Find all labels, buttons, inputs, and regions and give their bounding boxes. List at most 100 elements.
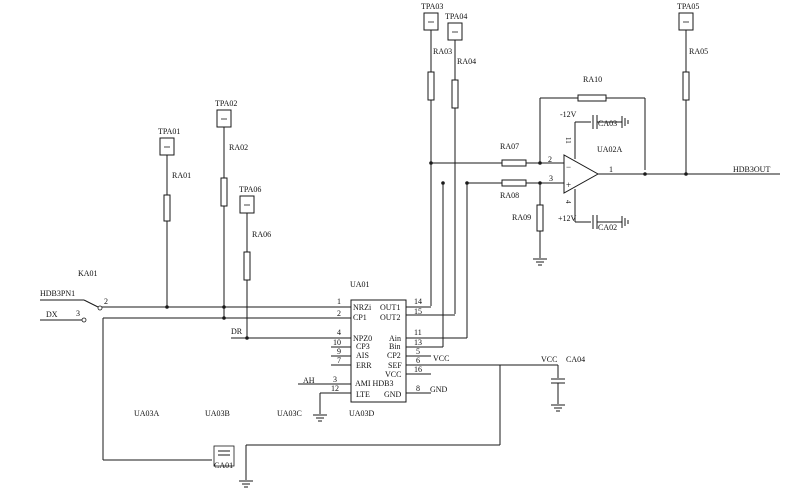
chip-pin-num-16: 16 (414, 365, 422, 374)
chip-pin-name-cp3: CP3 (356, 342, 370, 351)
ra07-label: RA07 (500, 142, 519, 151)
chip-pin-name-lte: LTE (356, 390, 370, 399)
gnd-net-chip: GND (430, 385, 448, 394)
resistor-ra08 (501, 179, 527, 187)
tpa03-label: TPA03 (421, 2, 443, 11)
dr-net: DR (231, 327, 243, 336)
vcc-net-ca04: VCC (541, 355, 557, 364)
opamp-pin2: 2 (548, 155, 552, 164)
resistor-ra07 (501, 159, 527, 167)
ra06-label: RA06 (252, 230, 271, 239)
chip-right-pins (406, 183, 500, 394)
chip-unit-label: UA03D (349, 409, 375, 418)
chip-pin-name-vcc: VCC (385, 370, 401, 379)
chip-ref: UA01 (350, 280, 370, 289)
ca03-label: CA03 (598, 119, 617, 128)
ra05-label: RA05 (689, 47, 708, 56)
ca04-label: CA04 (566, 355, 585, 364)
ka01-label: KA01 (78, 269, 98, 278)
chip-pin-name-npz0: NPZ0 (353, 334, 372, 343)
chip-pin-num-1: 1 (337, 297, 341, 306)
ca01-label: CA01 (214, 461, 233, 470)
opamp-pin11: 11 (564, 137, 572, 144)
unit-ua03c: UA03C (277, 409, 302, 418)
chip-left-pins (298, 306, 351, 414)
input1-net: HDB3PN1 (40, 289, 75, 298)
chip-pin-num-13: 13 (414, 338, 422, 347)
test-point-tpa05: TPA05 (677, 2, 699, 31)
opamp-pin3: 3 (549, 174, 553, 183)
chip-pin-num-5: 5 (416, 347, 420, 356)
resistor-ra03 (427, 71, 435, 101)
chip-pin-num-4: 4 (337, 328, 341, 337)
resistor-ra10 (577, 94, 607, 102)
ra03-label: RA03 (433, 47, 452, 56)
ra08-label: RA08 (500, 191, 519, 200)
resistor-ra01 (163, 194, 171, 222)
test-point-tpa06: TPA06 (239, 185, 261, 214)
chip-pin-num-15: 15 (414, 307, 422, 316)
opamp-ref: UA02A (597, 145, 623, 154)
svg-text:−: − (566, 162, 571, 172)
chip-pin-name-ain: Ain (389, 334, 401, 343)
chip-pin-name-out1: OUT1 (380, 303, 400, 312)
tpa04-label: TPA04 (445, 12, 467, 21)
tpa02-label: TPA02 (215, 99, 237, 108)
test-point-tpa03: TPA03 (421, 2, 443, 31)
ah-net: AH (303, 376, 315, 385)
chip-pin-name-nrzi: NRZi (353, 303, 372, 312)
ra02-label: RA02 (229, 143, 248, 152)
capacitor-ca02 (592, 215, 629, 229)
chip-pin-name-sef: SEF (388, 361, 402, 370)
ground-symbol-chip (313, 414, 327, 422)
test-point-tpa04: TPA04 (445, 12, 467, 41)
tpa05-label: TPA05 (677, 2, 699, 11)
opamp-ua02a (563, 154, 600, 194)
ra09-label: RA09 (512, 213, 531, 222)
resistor-ra02 (220, 177, 228, 207)
chip-pin-num-6: 6 (416, 356, 420, 365)
chip-pin-name-bin: Bin (389, 342, 401, 351)
test-point-tpa02: TPA02 (215, 99, 237, 128)
chip-pin-name-err: ERR (356, 361, 372, 370)
chip-pin-num-14: 14 (414, 297, 422, 306)
chip-pin-num-12: 12 (331, 384, 339, 393)
resistor-ra04 (451, 79, 459, 109)
capacitor-ca03 (592, 115, 629, 129)
unit-ua03a: UA03A (134, 409, 160, 418)
test-point-tpa01: TPA01 (158, 127, 180, 156)
switch-pin2: 2 (104, 297, 108, 306)
chip-pin-num-11: 11 (414, 328, 422, 337)
ground-symbol-ca01 (239, 480, 253, 488)
ra10-label: RA10 (583, 75, 602, 84)
chip-pin-num-7: 7 (337, 356, 341, 365)
capacitor-ca04 (551, 378, 565, 412)
opamp-pin4: 4 (564, 200, 572, 204)
switch-pin3: 3 (76, 309, 80, 318)
chip-pin-name-amihdb3: AMI HDB3 (355, 379, 393, 388)
svg-text:+: + (566, 180, 571, 190)
neg12-label: -12V (560, 110, 577, 119)
resistor-ra09 (536, 204, 544, 232)
resistor-ra05 (682, 71, 690, 101)
pos12-label: +12V (558, 214, 577, 223)
ra04-label: RA04 (457, 57, 476, 66)
resistor-ra06 (243, 251, 251, 281)
chip-pin-num-10: 10 (333, 338, 341, 347)
capacitor-ca01 (213, 445, 235, 467)
ca02-label: CA02 (598, 223, 617, 232)
vcc-net-chip: VCC (433, 354, 449, 363)
chip-pin-num-3: 3 (333, 375, 337, 384)
chip-pin-name-ais: AIS (356, 351, 369, 360)
tpa01-label: TPA01 (158, 127, 180, 136)
chip-pin-name-cp1: CP1 (353, 313, 367, 322)
chip-ua01 (350, 299, 407, 403)
unit-ua03b: UA03B (205, 409, 230, 418)
input2-net: DX (46, 310, 58, 319)
chip-pin-num-8: 8 (416, 384, 420, 393)
tpa06-label: TPA06 (239, 185, 261, 194)
opamp-pin1: 1 (609, 165, 613, 174)
ra01-label: RA01 (172, 171, 191, 180)
output-net-label: HDB3OUT (733, 165, 770, 174)
